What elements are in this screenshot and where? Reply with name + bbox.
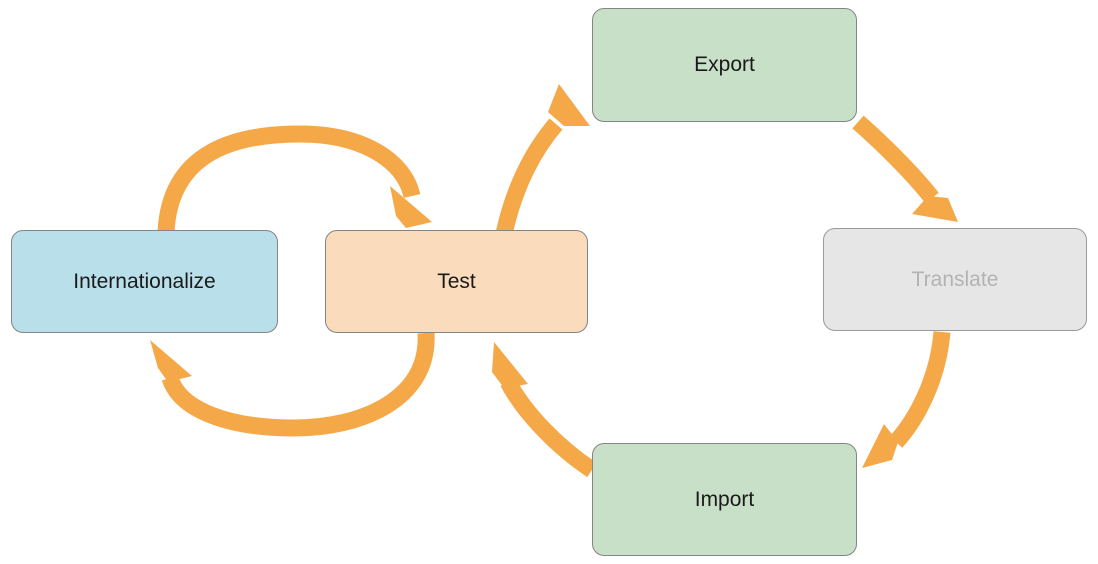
node-test-label: Test <box>437 269 476 293</box>
edge-test-to-internationalize <box>150 332 435 437</box>
node-translate-label: Translate <box>911 267 999 291</box>
node-internationalize-label: Internationalize <box>73 269 216 293</box>
edge-export-to-translate <box>852 115 958 222</box>
node-export-label: Export <box>694 53 755 77</box>
node-import[interactable]: Import <box>592 443 857 556</box>
node-translate[interactable]: Translate <box>823 228 1087 331</box>
node-export[interactable]: Export <box>592 8 857 122</box>
edge-internationalize-to-test <box>157 125 432 233</box>
node-import-label: Import <box>694 487 755 511</box>
node-test[interactable]: Test <box>325 230 588 333</box>
node-internationalize[interactable]: Internationalize <box>11 230 278 333</box>
edge-translate-to-import <box>862 331 951 468</box>
edge-import-to-test <box>492 342 597 478</box>
